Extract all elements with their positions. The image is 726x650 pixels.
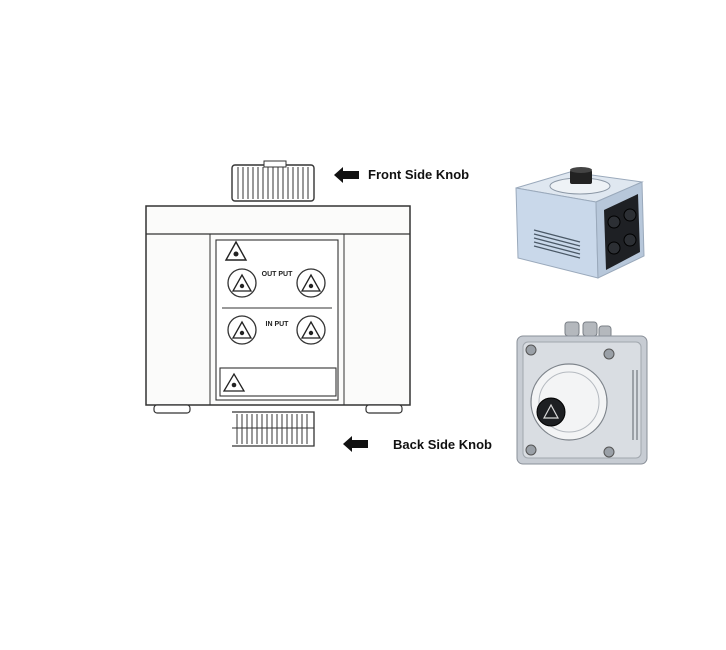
input-label: IN PUT — [266, 321, 290, 328]
regulator-photo-front — [516, 321, 648, 465]
regulator-photo-side — [515, 167, 645, 279]
output-terminal-right — [296, 268, 326, 298]
output-label: OUT PUT — [262, 271, 293, 278]
back-knob-drawing — [232, 411, 315, 447]
front-knob-drawing — [231, 160, 315, 202]
warning-icon — [224, 240, 248, 261]
input-terminal-right — [296, 315, 326, 345]
warning-icon — [222, 372, 246, 392]
input-terminal-left — [227, 315, 257, 345]
terminal-panel: OUT PUT IN PUT — [215, 239, 339, 401]
output-terminal-left — [227, 268, 257, 298]
regulator-line-drawing: OUT PUT IN PUT — [145, 160, 411, 447]
left-arrow-icon — [334, 167, 359, 183]
front-knob-label: Front Side Knob — [368, 167, 470, 182]
back-knob-label: Back Side Knob — [393, 437, 492, 452]
left-arrow-icon — [343, 436, 368, 452]
